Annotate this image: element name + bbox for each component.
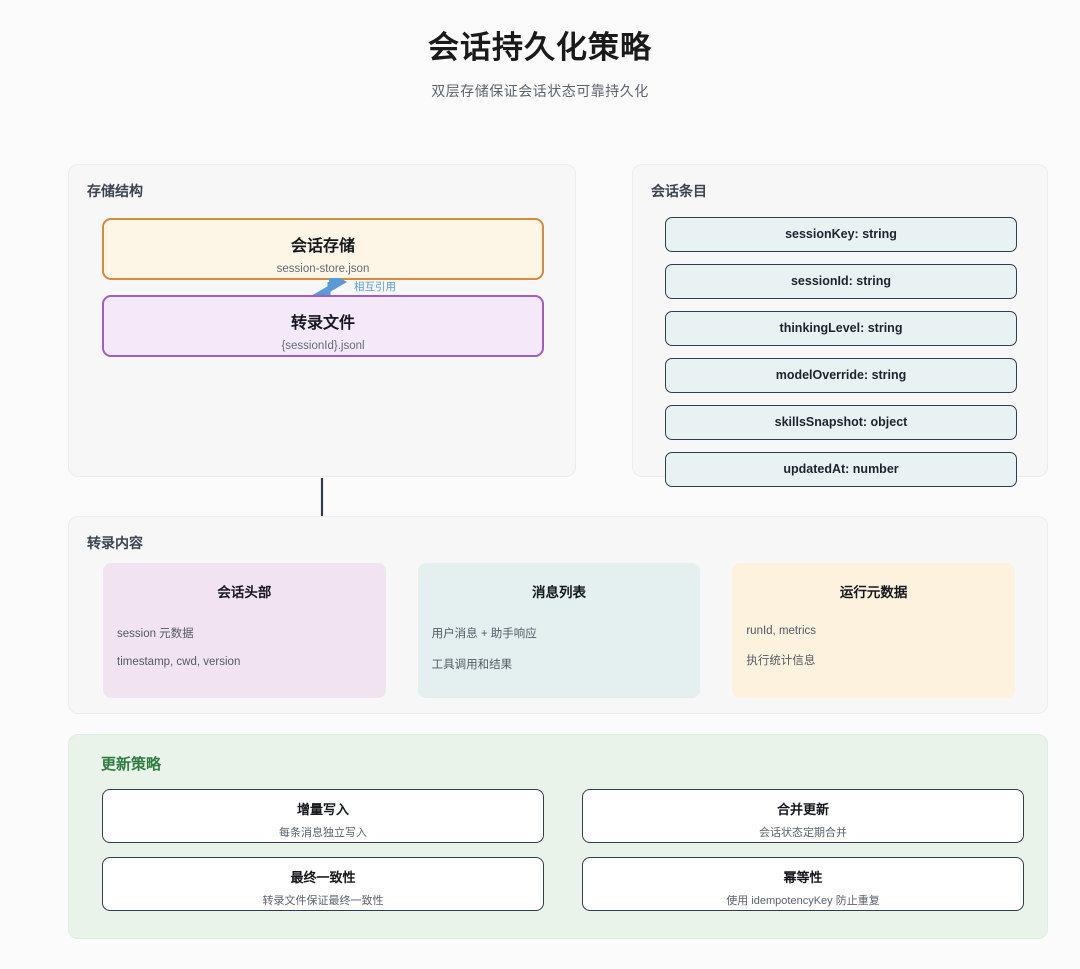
transcript-file-box[interactable]: 转录文件 {sessionId}.jsonl [102, 295, 544, 357]
transcript-card-title: 消息列表 [532, 585, 586, 600]
session-entry-field[interactable]: updatedAt: number [665, 452, 1017, 487]
transcript-file-filename: {sessionId}.jsonl [281, 340, 365, 352]
transcript-card-title: 会话头部 [217, 585, 272, 600]
strategy-card-title: 合并更新 [776, 802, 829, 817]
strategy-card-eventual-consistency[interactable]: 最终一致性 转录文件保证最终一致性 [102, 857, 544, 911]
session-entry-field[interactable]: modelOverride: string [665, 358, 1017, 393]
storage-structure-title: 存储结构 [87, 183, 143, 199]
strategy-card-title: 最终一致性 [290, 870, 356, 885]
session-entry-field[interactable]: skillsSnapshot: object [665, 405, 1017, 440]
session-entry-field[interactable]: sessionKey: string [665, 217, 1017, 252]
strategy-card-subtitle: 转录文件保证最终一致性 [262, 895, 384, 907]
strategy-card-subtitle: 使用 idempotencyKey 防止重复 [726, 895, 880, 907]
transcript-card-row: 会话头部 session 元数据 timestamp, cwd, version… [103, 563, 1016, 698]
transcript-card-message-list[interactable]: 消息列表 用户消息 + 助手响应 工具调用和结果 [417, 563, 701, 698]
transcript-file-title: 转录文件 [290, 315, 355, 332]
session-store-box[interactable]: 会话存储 session-store.json [102, 218, 544, 280]
session-entry-title: 会话条目 [651, 183, 707, 199]
transcript-content-panel: 转录内容 会话头部 session 元数据 timestamp, cwd, ve… [68, 516, 1048, 714]
session-store-filename: session-store.json [276, 263, 370, 275]
transcript-card-line: 用户消息 + 助手响应 [431, 628, 537, 640]
transcript-card-line: 执行统计信息 [746, 655, 816, 667]
transcript-card-line: 工具调用和结果 [431, 659, 513, 671]
session-entry-field[interactable]: thinkingLevel: string [665, 311, 1017, 346]
update-strategy-title: 更新策略 [101, 756, 162, 773]
session-entry-field-list: sessionKey: string sessionId: string thi… [665, 217, 1017, 499]
transcript-card-line: timestamp, cwd, version [117, 656, 241, 668]
transcript-content-title: 转录内容 [87, 535, 143, 551]
mutual-reference-arrow-icon [311, 271, 347, 307]
transcript-card-line: session 元数据 [117, 628, 194, 640]
strategy-card-merge-update[interactable]: 合并更新 会话状态定期合并 [582, 789, 1024, 843]
strategy-card-title: 幂等性 [783, 870, 823, 885]
mutual-reference-label: 相互引用 [354, 281, 396, 293]
session-store-title: 会话存储 [290, 238, 355, 255]
strategy-card-title: 增量写入 [296, 802, 349, 817]
page-subtitle: 双层存储保证会话状态可靠持久化 [431, 83, 649, 99]
page-title: 会话持久化策略 [428, 30, 652, 65]
transcript-card-run-metadata[interactable]: 运行元数据 runId, metrics 执行统计信息 [732, 563, 1016, 698]
mutual-reference-connector: 相互引用 [311, 271, 532, 307]
page-header: 会话持久化策略 双层存储保证会话状态可靠持久化 [0, 0, 1080, 101]
transcript-card-line: runId, metrics [746, 625, 817, 637]
strategy-card-subtitle: 每条消息独立写入 [279, 827, 367, 839]
session-entry-panel: 会话条目 sessionKey: string sessionId: strin… [632, 164, 1048, 487]
update-strategy-card-grid: 增量写入 每条消息独立写入 合并更新 会话状态定期合并 最终一致性 转录文件保证… [102, 789, 1024, 911]
transcript-card-session-header[interactable]: 会话头部 session 元数据 timestamp, cwd, version [103, 563, 386, 698]
session-entry-field[interactable]: sessionId: string [665, 264, 1017, 299]
strategy-card-incremental-write[interactable]: 增量写入 每条消息独立写入 [102, 789, 544, 843]
strategy-card-idempotency[interactable]: 幂等性 使用 idempotencyKey 防止重复 [582, 857, 1024, 911]
storage-structure-panel: 存储结构 会话存储 session-store.json 相互引用 转录文 [68, 164, 576, 477]
update-strategy-panel: 更新策略 增量写入 每条消息独立写入 合并更新 会话状态定期合并 最终一致性 转… [68, 734, 1048, 939]
strategy-card-subtitle: 会话状态定期合并 [759, 827, 847, 839]
transcript-card-title: 运行元数据 [839, 585, 908, 600]
